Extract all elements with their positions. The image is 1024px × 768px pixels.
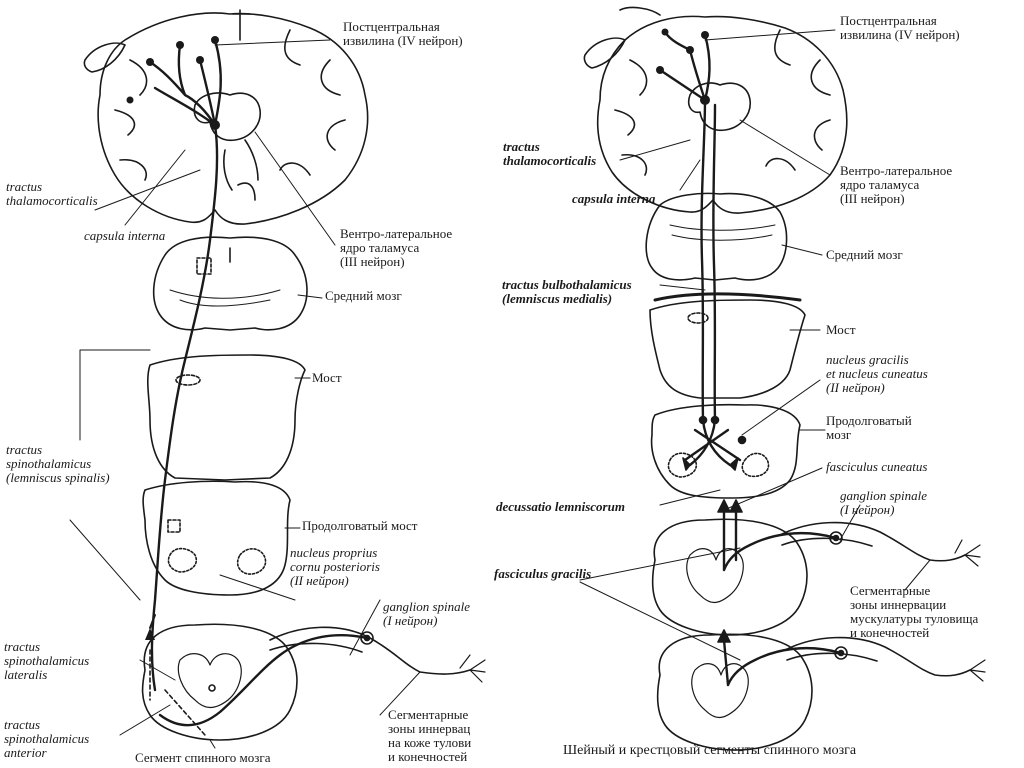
- right-medulla-label: Продолговатый мозг: [826, 413, 912, 442]
- right-caption: Шейный и крестцовый сегменты спинного мо…: [563, 743, 857, 758]
- left-postcentral-label: Постцентральная извилина (IV нейрон): [343, 19, 463, 48]
- right-cervical-segment: [651, 518, 808, 636]
- left-pons-label: Мост: [312, 370, 342, 385]
- left-capsula-interna-label: capsula interna: [84, 228, 166, 243]
- right-ganglion-spinale-label: ganglion spinale (I нейрон): [840, 488, 928, 517]
- left-caption: Сегмент спинного мозга: [135, 750, 271, 765]
- left-tract-anterior-label: tractus spinothalamicus anterior: [4, 717, 90, 760]
- right-fasciculus-cuneatus-label: fasciculus cuneatus: [826, 459, 928, 474]
- left-pons: [147, 354, 306, 481]
- right-segmental-zones-label: Сегментарные зоны иннервации мускулатуры…: [850, 583, 979, 640]
- left-segmental-zones-label: Сегментарные зоны иннервац на коже тулов…: [388, 707, 472, 764]
- left-tract-thalamocorticalis-label: tractus thalamocorticalis: [6, 179, 98, 208]
- left-thalamocortical-tract: [148, 38, 222, 127]
- right-capsula-interna-label: capsula interna: [572, 191, 656, 206]
- left-spinothalamic-tract: [150, 123, 219, 692]
- right-thalamocortical-tract: [658, 30, 711, 102]
- right-midbrain-label: Средний мозг: [826, 247, 903, 262]
- left-ganglion-spinale-label: ganglion spinale (I нейрон): [383, 599, 471, 628]
- right-sacral-segment: [656, 633, 813, 751]
- right-midbrain: [645, 192, 788, 281]
- right-pons: [649, 299, 806, 399]
- right-thalamus-label: Вентро-латеральное ядро таламуса (III не…: [840, 163, 953, 206]
- left-medulla-label: Продолговатый мост: [302, 518, 418, 533]
- left-brain-outline: [97, 12, 369, 225]
- left-midbrain: [152, 236, 308, 331]
- right-medulla: [650, 403, 801, 499]
- left-nucleus-proprius-label: nucleus proprius cornu posterioris (II н…: [290, 545, 380, 588]
- left-spinal-segment: [141, 623, 298, 741]
- right-nuclei-gracilis-label: nucleus gracilis et nucleus cuneatus (II…: [826, 352, 928, 395]
- right-tract-thalamocorticalis-label: tractus thalamocorticalis: [503, 139, 597, 168]
- left-medulla: [142, 480, 291, 596]
- right-bulbothalamicus-label: tractus bulbothalamicus (lemniscus media…: [502, 277, 632, 306]
- left-midbrain-label: Средний мозг: [325, 288, 402, 303]
- right-brain-outline: [596, 15, 848, 214]
- left-thalamus-label: Вентро-латеральное ядро таламуса (III не…: [340, 226, 453, 269]
- left-tract-lateralis-label: tractus spinothalamicus lateralis: [4, 639, 90, 682]
- right-pons-label: Мост: [826, 322, 856, 337]
- decussation: [683, 418, 742, 467]
- right-fasciculus-gracilis-label: fasciculus gracilis: [494, 566, 592, 581]
- right-medial-lemniscus: [700, 98, 707, 422]
- right-postcentral-label: Постцентральная извилина (IV нейрон): [840, 13, 960, 42]
- left-spinothalamic-label: tractus spinothalamicus (lemniscus spina…: [6, 442, 110, 485]
- right-decussatio-label: decussatio lemniscorum: [496, 499, 625, 514]
